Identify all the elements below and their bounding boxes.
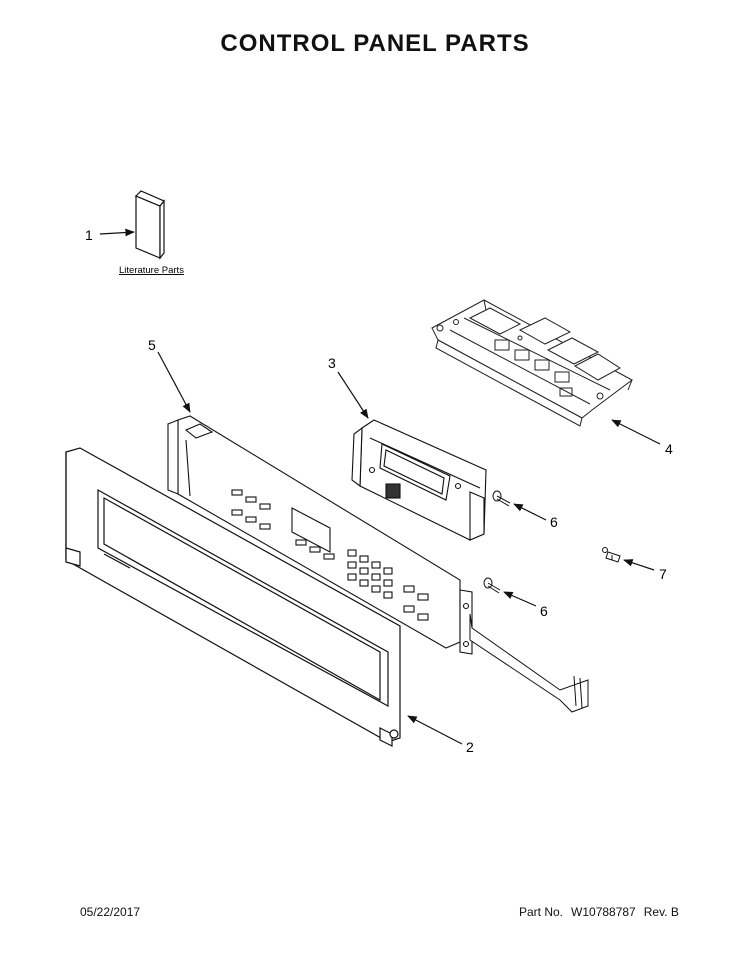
clip[interactable] — [602, 547, 621, 563]
callout-2-leader — [407, 715, 463, 745]
part-number-label: Part No. — [519, 905, 564, 919]
callout-6-upper-leader — [513, 503, 547, 521]
callout-4-leader — [611, 419, 661, 445]
part-number: W10788787 — [571, 905, 636, 919]
revision: Rev. B — [643, 905, 679, 919]
page-title: CONTROL PANEL PARTS — [220, 30, 530, 57]
callout-7-leader — [623, 559, 655, 571]
callout-6-lower: 6 — [540, 603, 548, 619]
literature-parts-label: Literature Parts — [119, 265, 184, 276]
relay-control-board[interactable] — [431, 299, 633, 427]
callout-4: 4 — [665, 441, 673, 457]
callout-3: 3 — [328, 355, 336, 371]
display-control-board[interactable] — [351, 419, 487, 541]
literature-booklet[interactable] — [134, 190, 165, 260]
callout-7: 7 — [659, 566, 667, 582]
callout-5: 5 — [148, 337, 156, 353]
footer-part-info: Part No. W10788787 Rev. B — [519, 905, 687, 919]
callout-1: 1 — [85, 227, 93, 243]
callout-2: 2 — [466, 739, 474, 755]
callout-1-leader — [99, 228, 135, 237]
footer-date: 05/22/2017 — [80, 905, 141, 919]
callout-3-leader — [337, 371, 369, 419]
control-panel-trim[interactable] — [65, 447, 401, 747]
callout-5-leader — [157, 351, 191, 413]
screw-upper[interactable] — [492, 490, 511, 507]
callout-6-lower-leader — [503, 591, 537, 607]
screw-lower[interactable] — [483, 577, 501, 594]
control-panel-overlay[interactable] — [167, 415, 473, 655]
ribbon-cable — [469, 613, 589, 713]
callout-6-upper: 6 — [550, 514, 558, 530]
